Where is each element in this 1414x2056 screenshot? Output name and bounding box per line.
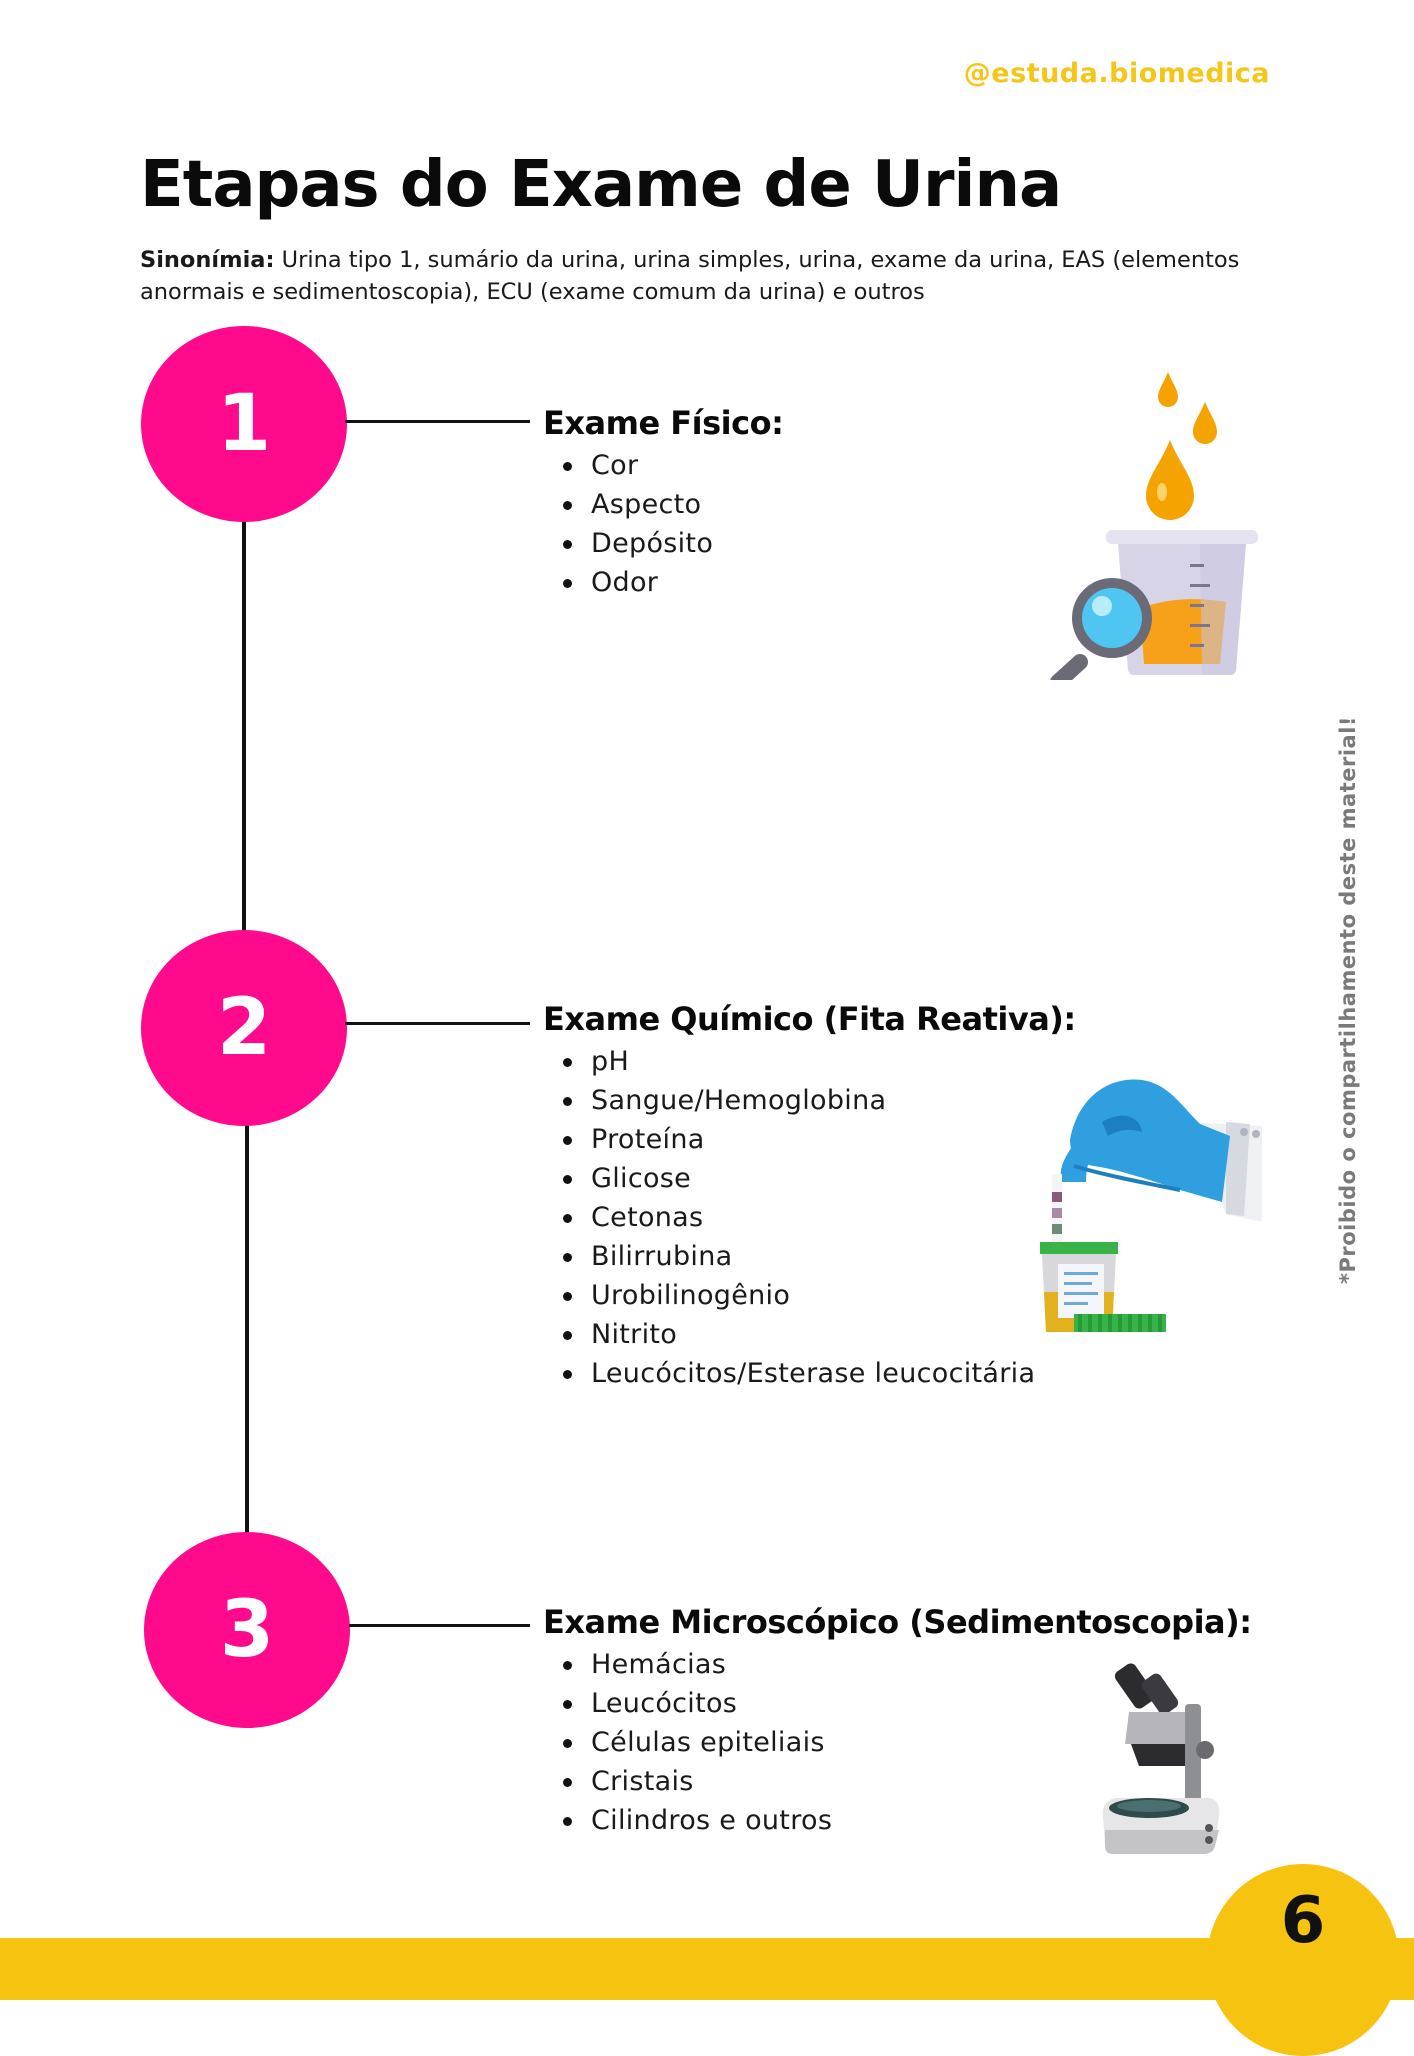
step-list-1: Cor Aspecto Depósito Odor [543, 446, 783, 602]
footer-bar [0, 1938, 1414, 2000]
page-number: 6 [1280, 1884, 1326, 1958]
step-circle-1: 1 [141, 326, 347, 522]
step-section-2: Exame Químico (Fita Reativa): pH Sangue/… [543, 1000, 1076, 1393]
list-item: Bilirrubina [563, 1237, 1076, 1276]
side-note: *Proibido o compartilhamento deste mater… [1336, 715, 1360, 1285]
urine-beaker-magnifier-icon [1050, 372, 1258, 680]
list-item: Sangue/Hemoglobina [563, 1081, 1076, 1120]
list-item: Aspecto [562, 485, 783, 524]
gloved-hand-reagent-strip-icon [1040, 1079, 1262, 1332]
list-item: Leucócitos/Esterase leucocitária [563, 1354, 1076, 1393]
page-title: Etapas do Exame de Urina [140, 148, 1062, 222]
list-item: Cetonas [563, 1198, 1076, 1237]
step-list-2: pH Sangue/Hemoglobina Proteína Glicose C… [543, 1042, 1076, 1393]
list-item: Odor [562, 563, 783, 602]
list-item: Urobilinogênio [563, 1276, 1076, 1315]
handle: @estuda.biomedica [963, 58, 1270, 89]
step-connector-2 [345, 1022, 530, 1025]
synonym-label: Sinonímia: [140, 247, 275, 273]
list-item: Nitrito [563, 1315, 1076, 1354]
step-heading-2: Exame Químico (Fita Reativa): [543, 1000, 1076, 1038]
list-item: Células epiteliais [563, 1723, 1252, 1762]
step-circle-3: 3 [144, 1532, 350, 1728]
list-item: Hemácias [563, 1645, 1252, 1684]
step-section-3: Exame Microscópico (Sedimentoscopia): He… [543, 1603, 1252, 1840]
list-item: Glicose [563, 1159, 1076, 1198]
step-connector-3 [349, 1624, 530, 1627]
synonym-text: Urina tipo 1, sumário da urina, urina si… [140, 247, 1240, 305]
synonym-paragraph: Sinonímia: Urina tipo 1, sumário da urin… [140, 244, 1270, 308]
step-circle-2: 2 [141, 930, 347, 1126]
step-connector-1 [345, 420, 530, 423]
step-heading-3: Exame Microscópico (Sedimentoscopia): [543, 1603, 1252, 1641]
step-section-1: Exame Físico: Cor Aspecto Depósito Odor [543, 404, 784, 602]
microscope-icon [1102, 1663, 1220, 1854]
list-item: pH [563, 1042, 1076, 1081]
timeline-line-2 [245, 1118, 249, 1538]
list-item: Proteína [563, 1120, 1076, 1159]
step-heading-1: Exame Físico: [543, 404, 784, 442]
list-item: Cilindros e outros [563, 1801, 1252, 1840]
list-item: Leucócitos [563, 1684, 1252, 1723]
step-list-3: Hemácias Leucócitos Células epiteliais C… [543, 1645, 1252, 1840]
list-item: Cristais [563, 1762, 1252, 1801]
list-item: Cor [562, 446, 783, 485]
list-item: Depósito [562, 524, 783, 563]
timeline-line-1 [242, 515, 246, 935]
